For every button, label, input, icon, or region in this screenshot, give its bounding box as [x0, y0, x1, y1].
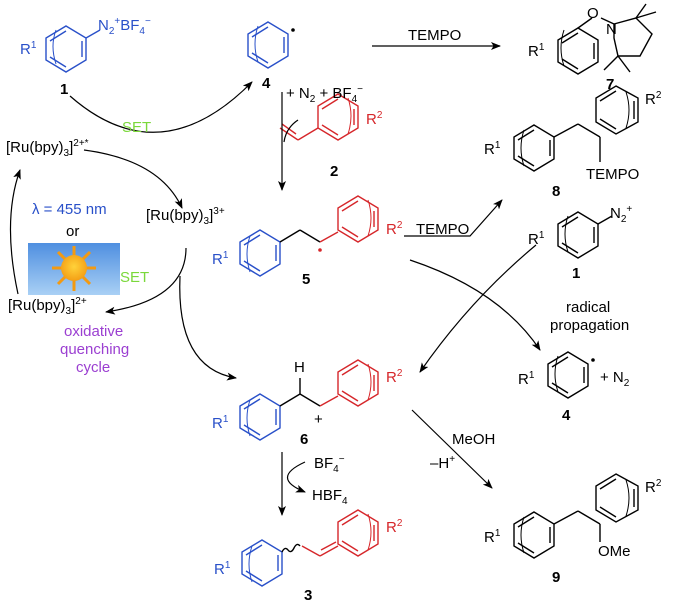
hbf4-product-label: HBF4	[312, 487, 348, 507]
r2-label: R2	[645, 90, 662, 108]
arrow-alkene-2	[283, 119, 299, 143]
quenching-label: quenching	[60, 341, 130, 358]
n2-byproduct-label: + N2	[600, 369, 630, 389]
r1-label: R1	[484, 140, 501, 158]
bf4-reagent-label: BF4−	[314, 454, 345, 475]
tempo-substituent-label: TEMPO	[586, 166, 640, 183]
oxygen-atom-label: O	[587, 5, 599, 22]
r2-label: R2	[386, 518, 403, 536]
r2-label: R2	[386, 368, 403, 386]
hydrogen-atom-label: H	[294, 359, 305, 376]
cycle-arrow-excited-to-3plus	[83, 149, 183, 209]
compound-4-right-structure	[547, 351, 589, 399]
tempo-trap-label: TEMPO	[416, 221, 470, 238]
arrow-hbf4	[286, 461, 306, 493]
r1-label: R1	[212, 250, 229, 268]
compound-6-structure	[239, 359, 379, 441]
r2-label: R2	[386, 220, 403, 238]
compound-number-9: 9	[552, 569, 561, 586]
compound-number-8: 8	[552, 183, 561, 200]
compound-4-top-structure	[247, 21, 289, 69]
cation-charge-label: +	[314, 411, 323, 428]
compound-number-4: 4	[262, 75, 271, 92]
r1-label: R1	[20, 40, 37, 58]
r2-label: R2	[645, 478, 662, 496]
tempo-reagent-label: TEMPO	[408, 27, 462, 44]
compound-1-right-structure	[557, 211, 613, 259]
compound-5-structure	[239, 195, 379, 277]
ru-excited-label: [Ru(bpy)3]2+*	[6, 138, 89, 159]
n2-bf4-byproducts: + N2 + BF4−	[286, 84, 363, 105]
reaction-arrows	[9, 42, 541, 516]
methanol-reagent-label: MeOH	[452, 431, 496, 448]
arrow-radical-propagation-in	[409, 259, 541, 351]
compound-number-1: 1	[60, 81, 69, 98]
arrow-5-to-8	[404, 199, 503, 237]
compound-7-structure	[557, 3, 657, 75]
wavelength-label: λ = 455 nm	[32, 201, 107, 218]
r1-label: R1	[528, 230, 545, 248]
set-label-bottom: SET	[120, 269, 150, 286]
radical-dot	[318, 248, 322, 252]
r2-label: R2	[366, 110, 383, 128]
r1-label: R1	[528, 42, 545, 60]
diazonium-label: N2+	[610, 204, 633, 225]
compound-number-1: 1	[572, 265, 581, 282]
compound-number-4: 4	[562, 407, 571, 424]
cycle-arrow-2plus-to-excited	[9, 169, 21, 295]
cycle-arrow-3plus-to-2plus	[105, 247, 187, 315]
r1-label: R1	[518, 370, 535, 388]
oxidative-label: oxidative	[64, 323, 124, 340]
r1-label: R1	[212, 414, 229, 432]
radical-label: radical	[566, 299, 611, 316]
compound-2-structure	[279, 93, 359, 141]
cycle-label: cycle	[76, 359, 111, 376]
propagation-label: propagation	[550, 317, 630, 334]
nitrogen-atom-label: N	[606, 21, 617, 38]
ru-2plus-label: [Ru(bpy)3]2+	[8, 296, 87, 317]
or-label: or	[66, 223, 80, 240]
set-label-top: SET	[122, 119, 152, 136]
radical-dot	[591, 358, 595, 362]
compound-number-6: 6	[300, 431, 309, 448]
arrow-6-to-9	[411, 409, 493, 489]
compound-1-top-structure	[45, 25, 101, 73]
compound-number-5: 5	[302, 271, 311, 288]
compound-number-7: 7	[606, 76, 615, 93]
arrow-radical-propagation-out	[419, 244, 537, 373]
compound-9-structure	[513, 473, 639, 559]
methoxy-label: OMe	[598, 543, 631, 560]
compound-number-3: 3	[304, 587, 313, 604]
ru-3plus-label: [Ru(bpy)3]3+	[146, 206, 225, 227]
radical-dot	[291, 28, 295, 32]
arrow-5-to-6	[179, 275, 237, 381]
diazonium-label: N2+BF4−	[98, 16, 151, 37]
compound-3-structure	[241, 509, 379, 587]
sun-light-icon	[28, 243, 120, 295]
r1-label: R1	[214, 560, 231, 578]
compound-8-structure	[513, 85, 639, 172]
r1-label: R1	[484, 528, 501, 546]
compound-number-2: 2	[330, 163, 339, 180]
arrow-set-top	[69, 81, 253, 133]
proton-loss-label: –H+	[430, 454, 456, 472]
